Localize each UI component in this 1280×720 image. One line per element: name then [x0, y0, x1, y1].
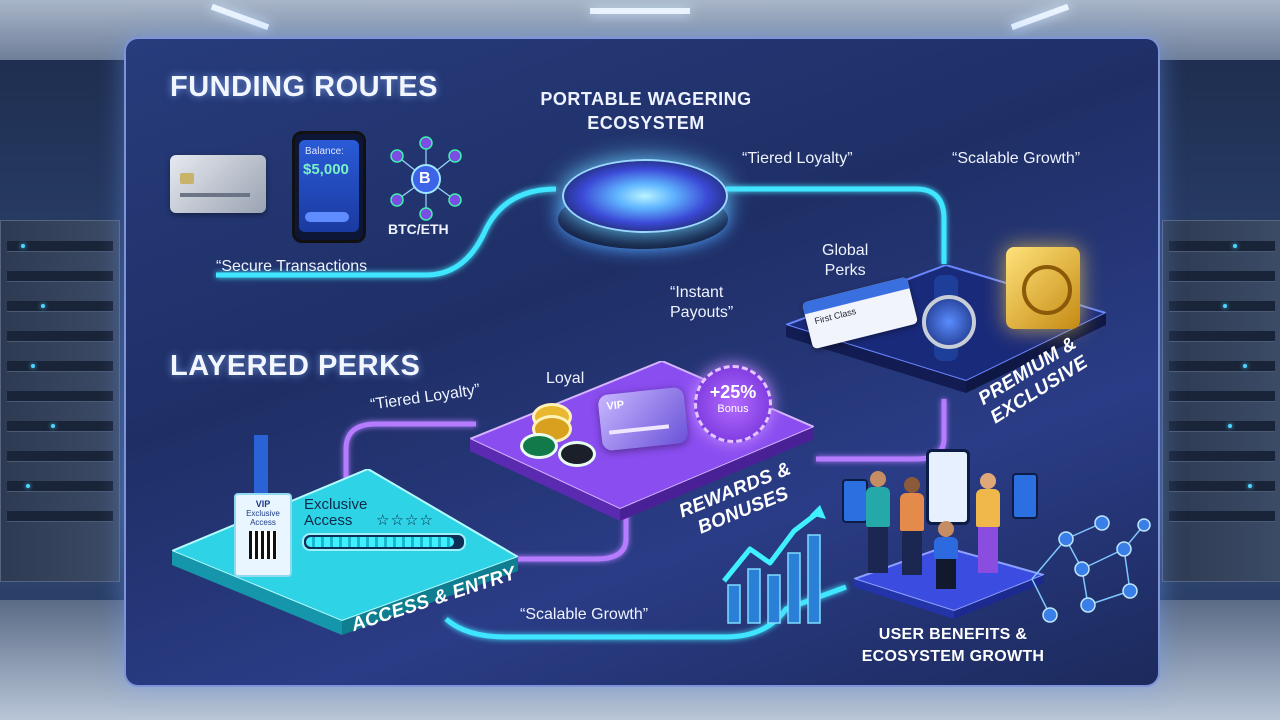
global-perks-label: Global Perks	[822, 241, 868, 281]
server-rack-right	[1162, 220, 1280, 582]
phone-balance-label: Balance:	[305, 146, 344, 157]
growth-chart-icon	[722, 505, 828, 625]
vip-badge-icon: VIP Exclusive Access	[234, 435, 292, 577]
growth-label-line1: USER BENEFITS &	[878, 626, 1028, 643]
server-rack-left	[0, 220, 120, 582]
quote-secure-transactions: “Secure Transactions	[216, 258, 368, 275]
quote-instant-payouts: “Instant Payouts”	[670, 283, 733, 323]
phone-balance-value: $5,000	[303, 161, 349, 178]
path-core-to-premium	[726, 186, 947, 264]
crypto-label: BTC/ETH	[388, 221, 449, 237]
vault-icon	[1006, 247, 1080, 329]
users-icon	[842, 449, 1042, 589]
growth-label: USER BENEFITS & ECOSYSTEM GROWTH	[848, 624, 1058, 668]
loyal-label: Loyal	[546, 370, 585, 387]
path-rewards-to-access	[343, 421, 476, 479]
badge-line2: Exclusive	[246, 509, 280, 518]
core-title: PORTABLE WAGERING ECOSYSTEM	[506, 87, 786, 135]
access-text: Exclusive Access	[304, 497, 367, 529]
funding-routes-title: FUNDING ROUTES	[170, 71, 438, 103]
phone-icon: Balance: $5,000	[292, 131, 366, 243]
access-progress-fill	[306, 537, 455, 547]
path-rewards-down	[506, 509, 629, 562]
quote-instant-line1: “Instant	[670, 284, 724, 301]
access-progress-bar	[302, 533, 466, 551]
watch-icon	[920, 275, 976, 361]
core-title-line2: ECOSYSTEM	[587, 113, 705, 133]
bonus-label: Bonus	[717, 403, 749, 415]
credit-card-icon	[170, 155, 266, 213]
ceiling-light	[590, 8, 690, 14]
growth-label-line2: ECOSYSTEM GROWTH	[861, 648, 1045, 665]
quote-instant-line2: Payouts”	[670, 304, 734, 321]
vip-card-icon: VIP	[597, 386, 689, 452]
bonus-value: +25%	[709, 382, 757, 402]
quote-scalable-growth-bottom: “Scalable Growth”	[520, 606, 649, 623]
global-perks-line1: Global	[822, 242, 869, 259]
badge-line3: Access	[250, 518, 276, 527]
core-title-line1: PORTABLE WAGERING	[540, 89, 752, 109]
quote-scalable-growth-top: “Scalable Growth”	[952, 150, 1081, 167]
access-platform	[172, 469, 518, 635]
badge-line1: VIP	[255, 499, 271, 509]
global-perks-line2: Perks	[824, 262, 866, 279]
core-disc-icon	[558, 149, 728, 259]
access-text-line2: Access	[304, 512, 353, 529]
bonus-seal-icon: +25% Bonus	[694, 365, 772, 443]
crypto-symbol: B	[419, 170, 431, 187]
chips-icon	[518, 403, 598, 467]
path-secure-transactions	[216, 186, 557, 278]
layered-perks-title: LAYERED PERKS	[170, 350, 421, 382]
ecosystem-panel: FUNDING ROUTES LAYERED PERKS PORTABLE WA…	[124, 37, 1160, 687]
access-stars: ☆☆☆☆	[376, 512, 434, 529]
crypto-network-icon: B	[384, 134, 468, 224]
network-icon	[1026, 509, 1152, 629]
access-text-line1: Exclusive	[304, 496, 368, 513]
vip-card-label: VIP	[605, 398, 625, 413]
quote-tiered-loyalty-top: “Tiered Loyalty”	[742, 150, 853, 167]
